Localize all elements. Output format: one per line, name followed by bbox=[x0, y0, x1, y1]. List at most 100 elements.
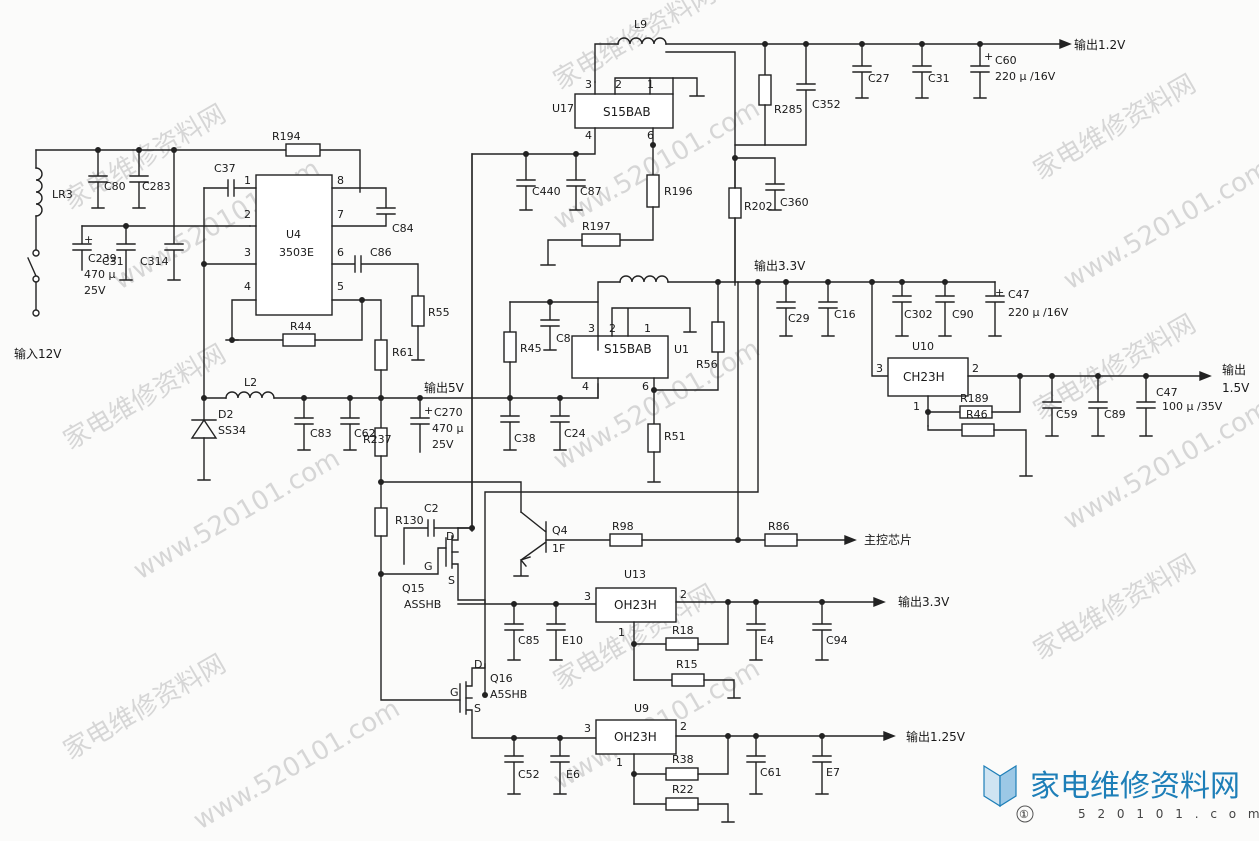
r55-resistor bbox=[411, 295, 425, 327]
label-u13-2: 2 bbox=[680, 588, 687, 601]
label-r18: R18 bbox=[672, 624, 694, 637]
label-c283: C283 bbox=[142, 180, 171, 193]
label-c29: C29 bbox=[788, 312, 810, 325]
label-ref: U1 bbox=[674, 343, 689, 356]
logo-url-text: 5 2 0 1 0 1 . c o m bbox=[1078, 807, 1259, 821]
label-c83: C83 bbox=[310, 427, 332, 440]
l9-inductor bbox=[617, 37, 667, 45]
label-out-5v: 输出5V bbox=[424, 380, 465, 395]
label-r61: R61 bbox=[392, 346, 414, 359]
logo-cn-text: 家电维修资料网 bbox=[1030, 769, 1240, 804]
label-q16: Q16 bbox=[490, 672, 513, 685]
label-c61: C61 bbox=[760, 766, 782, 779]
label-c24: C24 bbox=[564, 427, 586, 440]
label-r197: R197 bbox=[582, 220, 611, 233]
r46-resistor bbox=[961, 423, 995, 437]
svg-text:+: + bbox=[424, 404, 433, 417]
r98-resistor bbox=[609, 533, 643, 547]
watermark-url: www.520101.com bbox=[129, 444, 346, 586]
label-c47a: C47 bbox=[1008, 288, 1030, 301]
lr3-inductor bbox=[35, 167, 43, 217]
label-c84: C84 bbox=[392, 222, 414, 235]
svg-text:+: + bbox=[84, 233, 93, 246]
l9-label: L9 bbox=[634, 18, 647, 31]
label-c314: C314 bbox=[140, 255, 169, 268]
u9-ic bbox=[595, 719, 677, 755]
label-part: 3503E bbox=[279, 246, 314, 259]
label-r86: R86 bbox=[768, 520, 790, 533]
label-out-1v25: 输出1.25V bbox=[906, 729, 966, 744]
label-c85: C85 bbox=[518, 634, 540, 647]
label-q16-part: A5SHB bbox=[490, 688, 527, 701]
label-c352: C352 bbox=[812, 98, 841, 111]
label-ref: U10 bbox=[912, 340, 934, 353]
r285-resistor bbox=[758, 74, 772, 106]
r45-resistor bbox=[503, 331, 517, 363]
u10-section: U10 CH23H 3 2 1 输出 1.5V R189 R46 C59 C89… bbox=[876, 340, 1250, 477]
label-c8: C8 bbox=[556, 332, 571, 345]
label-q15-d: D bbox=[446, 530, 454, 543]
label-r194: R194 bbox=[272, 130, 301, 143]
r197-resistor bbox=[581, 233, 621, 247]
label-c47b-val: 100 μ /35V bbox=[1162, 400, 1223, 413]
label-c52: C52 bbox=[518, 768, 540, 781]
r61-resistor bbox=[374, 339, 388, 371]
watermark-cn: 家电维修资料网 bbox=[1029, 549, 1202, 666]
label-r189: R189 bbox=[960, 392, 989, 405]
label-e7: E7 bbox=[826, 766, 840, 779]
l2-inductor bbox=[225, 391, 275, 399]
label-u4-3: 3 bbox=[244, 246, 251, 259]
r38-resistor bbox=[665, 767, 699, 781]
label-u9-2: 2 bbox=[680, 720, 687, 733]
label-q15-s: S bbox=[448, 574, 455, 587]
label-c31a: C31 bbox=[102, 255, 124, 268]
label-u4-7: 7 bbox=[337, 208, 344, 221]
label-r56: R56 bbox=[696, 358, 718, 371]
label-c90: C90 bbox=[952, 308, 974, 321]
label-part: CH23H bbox=[903, 370, 945, 384]
label-c2: C2 bbox=[424, 502, 439, 515]
label-l2: L2 bbox=[244, 376, 257, 389]
label-r196: R196 bbox=[664, 185, 693, 198]
label-c62: C62 bbox=[354, 427, 376, 440]
label-ref: U9 bbox=[634, 702, 649, 715]
label-q4-part: 1F bbox=[552, 542, 565, 555]
u13-ic bbox=[595, 587, 677, 623]
label-c87: C87 bbox=[580, 185, 602, 198]
watermark-url: www.520101.com bbox=[1059, 154, 1259, 296]
label-r98: R98 bbox=[612, 520, 634, 533]
r22-resistor bbox=[665, 797, 699, 811]
u1-coil bbox=[619, 275, 669, 283]
label-u1-1: 1 bbox=[644, 322, 651, 335]
watermark-cn: 家电维修资料网 bbox=[1029, 69, 1202, 186]
rail-label-1v2: 输出1.2V bbox=[1074, 37, 1126, 52]
c60-plus: + bbox=[984, 50, 993, 63]
label-q4: Q4 bbox=[552, 524, 568, 537]
label-out-1v5-a: 输出 bbox=[1222, 362, 1246, 377]
label-c16: C16 bbox=[834, 308, 856, 321]
label-e4: E4 bbox=[760, 634, 774, 647]
svg-text:+: + bbox=[995, 286, 1004, 299]
label-c60-val: 220 μ /16V bbox=[995, 70, 1056, 83]
u17-ref: U17 bbox=[552, 102, 574, 115]
label-c38: C38 bbox=[514, 432, 536, 445]
label-r45: R45 bbox=[520, 342, 542, 355]
label-u1-6: 6 bbox=[642, 380, 649, 393]
book-icon bbox=[983, 764, 1001, 808]
r51-resistor bbox=[647, 423, 661, 453]
label-c27: C27 bbox=[868, 72, 890, 85]
label-d2: D2 bbox=[218, 408, 233, 421]
label-ref: U13 bbox=[624, 568, 646, 581]
watermark-cn: 家电维修资料网 bbox=[549, 0, 722, 96]
u1-ic bbox=[571, 335, 669, 379]
u4-section: LR3 输入12V R194 C80 C283 C314 + C239 470 … bbox=[14, 130, 450, 399]
label-out-3v3-bottom: 输出3.3V bbox=[898, 594, 950, 609]
r15-resistor bbox=[671, 673, 705, 687]
u17-ic bbox=[574, 93, 674, 129]
label-c37: C37 bbox=[214, 162, 236, 175]
r196-resistor bbox=[646, 174, 660, 208]
label-c31b: C31 bbox=[928, 72, 950, 85]
label-c86: C86 bbox=[370, 246, 392, 259]
label-q16-g: G bbox=[450, 686, 459, 699]
u1-section: 输出3.3V S15BAB U1 3 2 1 4 6 R56 R51 R45 C… bbox=[500, 258, 1069, 483]
